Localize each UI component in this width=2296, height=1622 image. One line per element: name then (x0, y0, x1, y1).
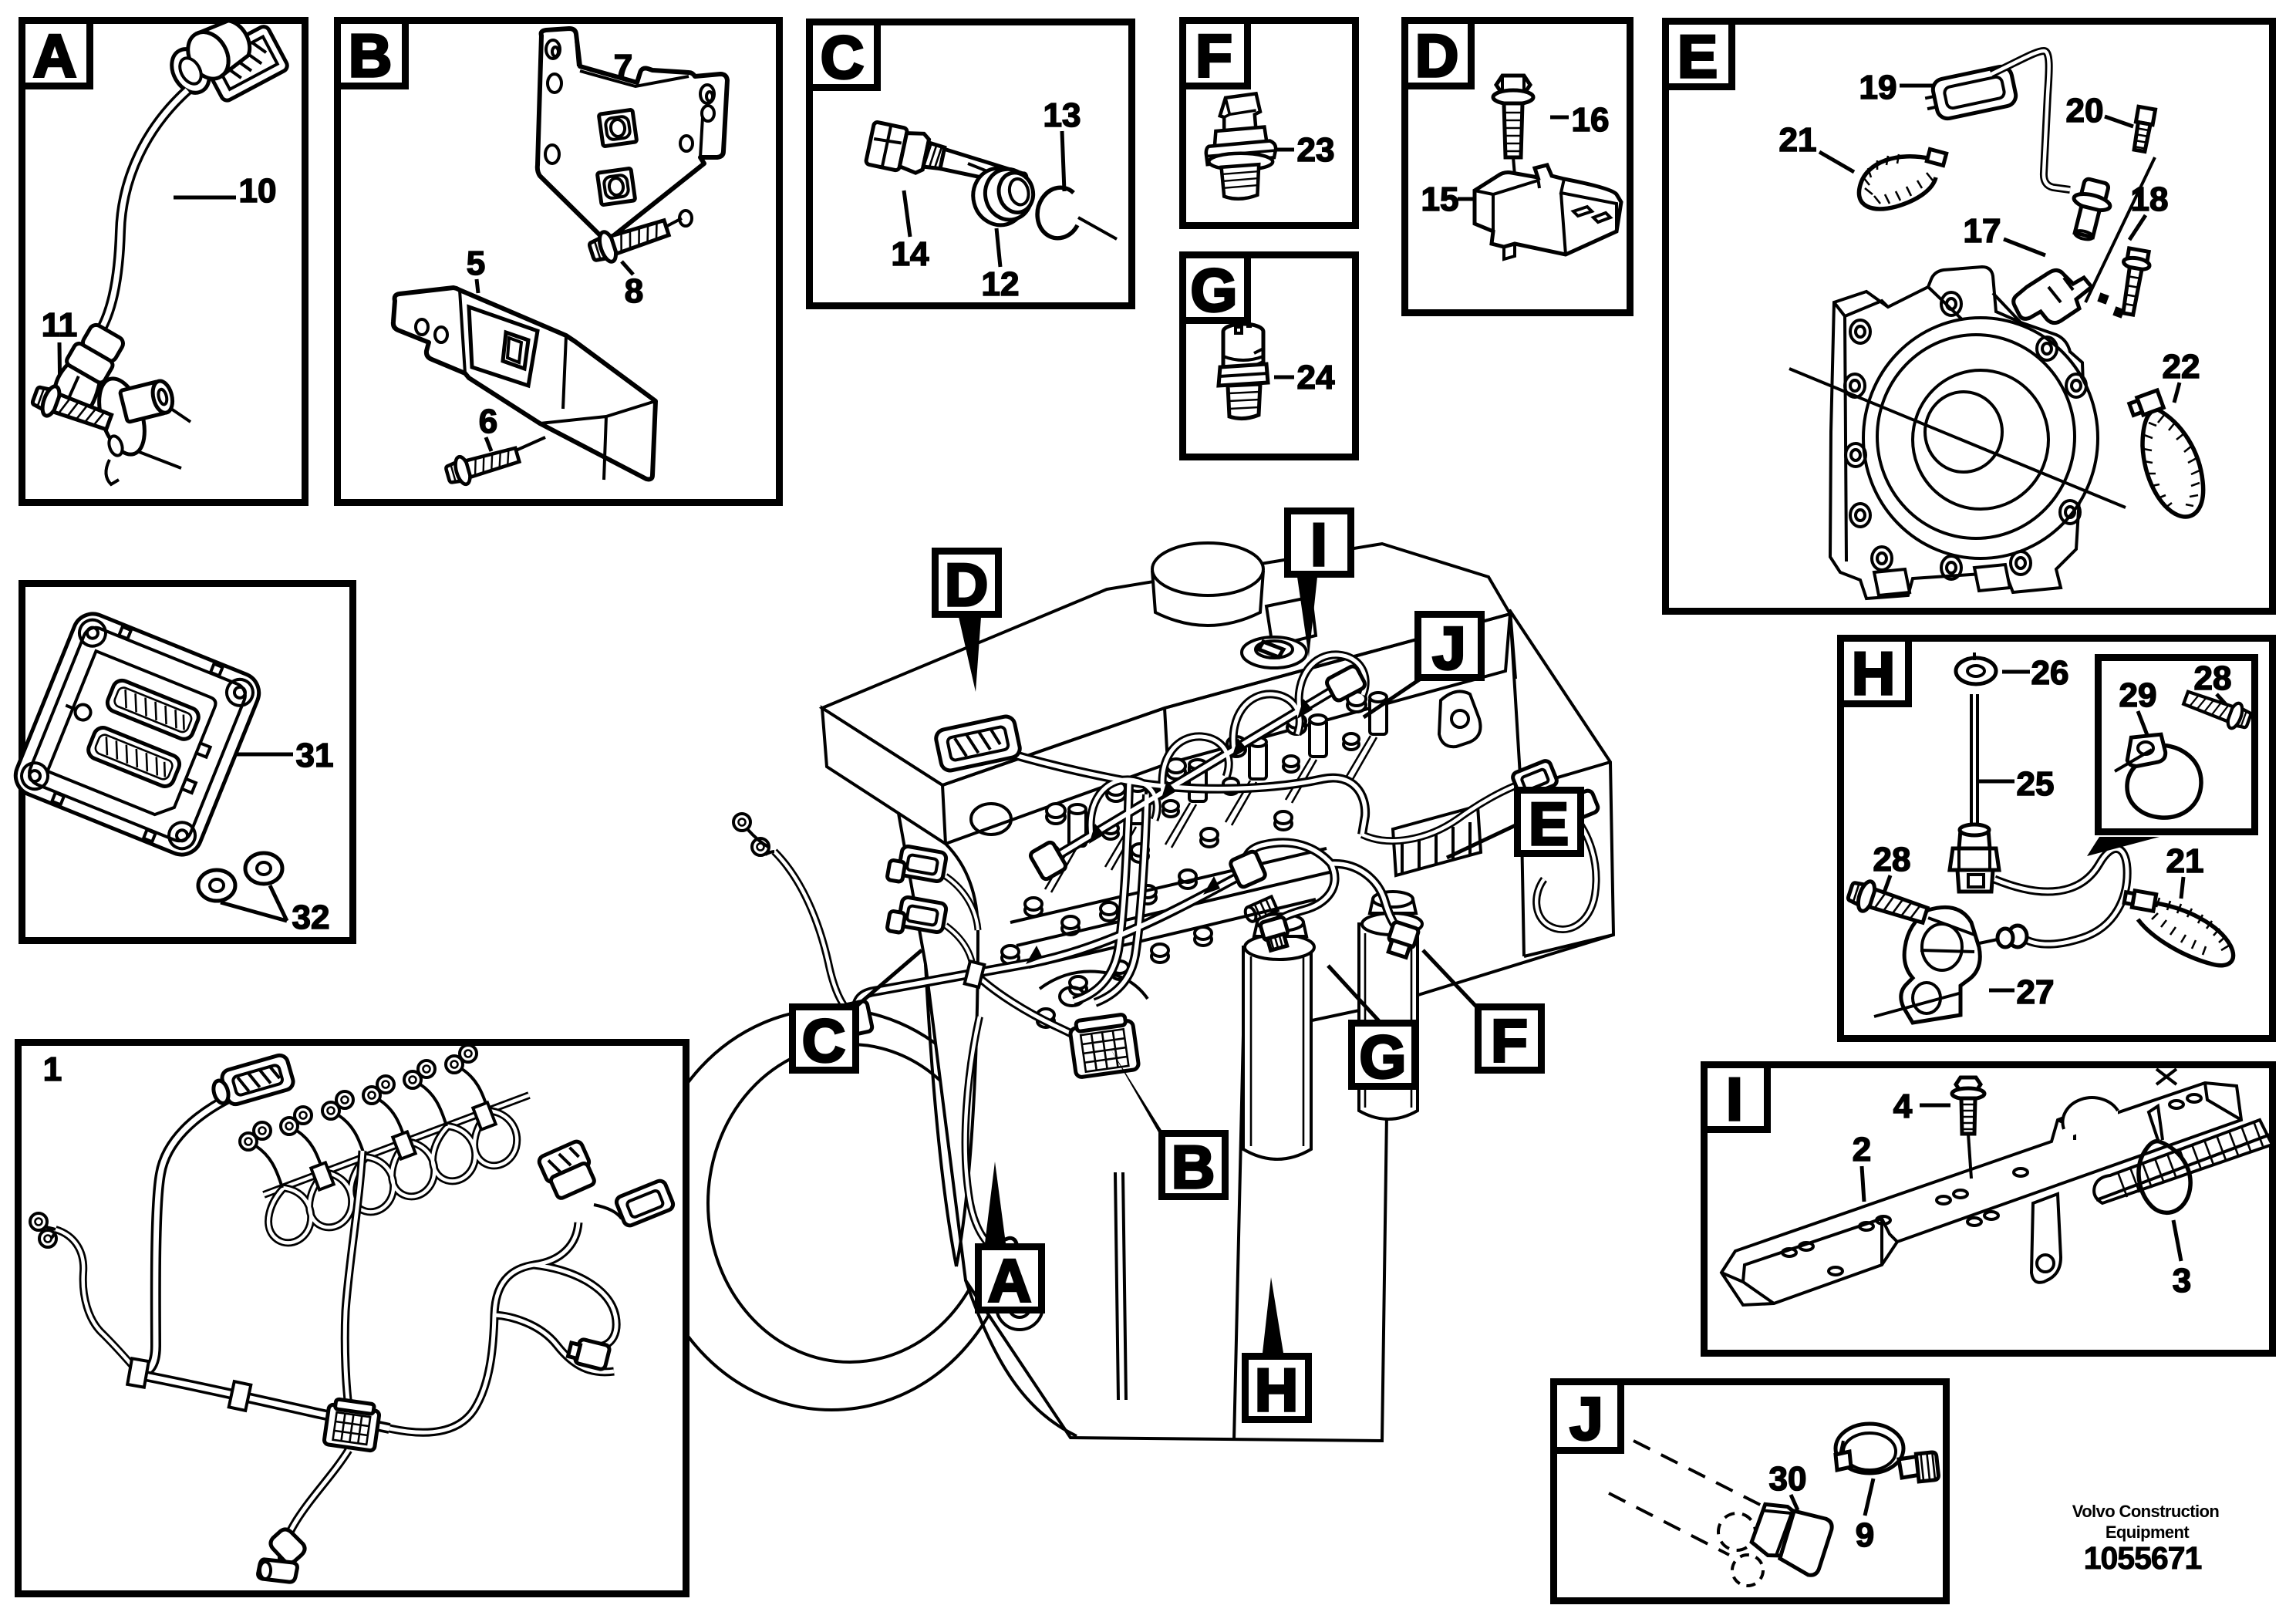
svg-text:C: C (802, 1007, 845, 1074)
svg-text:18: 18 (2131, 180, 2169, 218)
svg-text:H: H (1852, 639, 1895, 707)
svg-text:19: 19 (1859, 69, 1897, 106)
svg-text:16: 16 (1572, 101, 1610, 139)
svg-text:11: 11 (42, 306, 78, 344)
svg-text:2: 2 (1853, 1131, 1871, 1168)
svg-text:14: 14 (892, 235, 929, 273)
svg-text:E: E (1529, 790, 1569, 858)
svg-text:28: 28 (2194, 659, 2232, 697)
svg-text:10: 10 (239, 172, 277, 210)
svg-text:F: F (1491, 1007, 1528, 1074)
svg-text:30: 30 (1769, 1460, 1807, 1498)
svg-text:26: 26 (2031, 654, 2069, 692)
svg-text:31: 31 (296, 737, 334, 774)
svg-text:H: H (1255, 1356, 1298, 1424)
svg-text:15: 15 (1421, 180, 1459, 218)
svg-text:A: A (988, 1246, 1031, 1314)
svg-text:G: G (1191, 256, 1238, 324)
svg-text:1055671: 1055671 (2084, 1540, 2202, 1576)
svg-text:J: J (1432, 614, 1465, 682)
svg-text:D: D (945, 551, 988, 619)
svg-text:I: I (1726, 1065, 1743, 1133)
svg-text:12: 12 (982, 265, 1020, 303)
svg-text:B: B (1172, 1133, 1215, 1201)
svg-text:32: 32 (292, 899, 330, 936)
svg-text:G: G (1360, 1023, 1407, 1091)
svg-text:21: 21 (1779, 121, 1817, 159)
svg-text:29: 29 (2119, 676, 2157, 714)
svg-text:9: 9 (1856, 1516, 1874, 1554)
svg-text:25: 25 (2017, 765, 2055, 803)
svg-text:13: 13 (1043, 96, 1081, 134)
svg-text:5: 5 (467, 244, 485, 282)
svg-text:I: I (1310, 511, 1327, 578)
svg-text:B: B (349, 22, 392, 89)
svg-text:20: 20 (2066, 92, 2104, 130)
svg-text:E: E (1677, 22, 1718, 90)
svg-text:1: 1 (43, 1050, 62, 1088)
svg-text:27: 27 (2017, 973, 2055, 1011)
svg-text:Equipment: Equipment (2106, 1523, 2190, 1542)
svg-text:21: 21 (2166, 842, 2204, 880)
svg-text:23: 23 (1297, 131, 1335, 169)
svg-text:3: 3 (2173, 1262, 2191, 1300)
svg-text:28: 28 (1873, 841, 1911, 878)
svg-text:Volvo Construction: Volvo Construction (2072, 1502, 2220, 1521)
svg-text:6: 6 (479, 403, 497, 440)
svg-text:17: 17 (1964, 212, 2001, 250)
svg-text:4: 4 (1893, 1088, 1913, 1125)
svg-text:24: 24 (1297, 359, 1335, 396)
svg-text:8: 8 (625, 272, 643, 310)
svg-text:D: D (1415, 22, 1458, 89)
svg-text:J: J (1569, 1384, 1603, 1452)
svg-text:C: C (821, 23, 864, 91)
svg-text:F: F (1195, 22, 1232, 89)
svg-text:22: 22 (2163, 348, 2200, 386)
svg-text:A: A (33, 22, 76, 89)
